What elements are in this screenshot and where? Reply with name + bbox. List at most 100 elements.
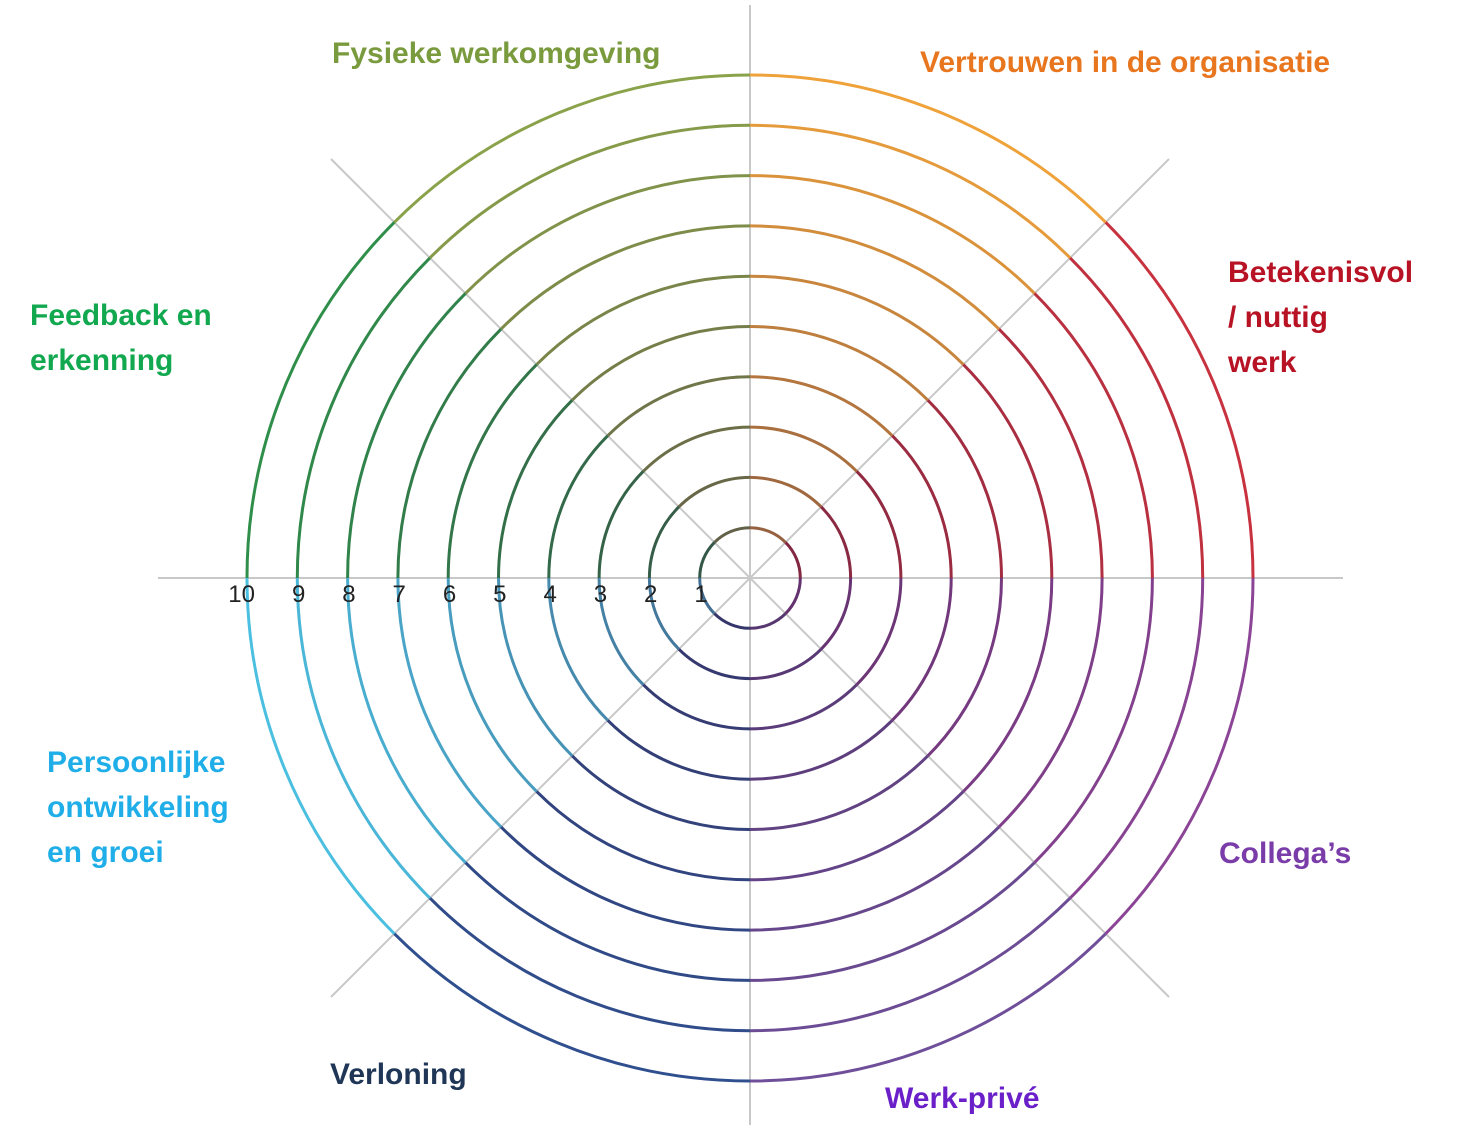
label-feedback-en-erkenning: Feedback en erkenning xyxy=(30,299,212,377)
ring-arc-persoon xyxy=(245,577,396,935)
ring-arc-vertrouw xyxy=(749,224,1001,331)
scale-tick-label: 2 xyxy=(644,581,657,608)
scale-tick-label: 5 xyxy=(493,581,506,608)
diagonal-axis xyxy=(330,158,1170,998)
ring-arc-collega xyxy=(926,577,1003,757)
ring-arc-collega xyxy=(820,577,853,651)
ring-arc-werkpriv xyxy=(749,683,858,731)
ring-arc-collega xyxy=(962,577,1054,793)
ring-arc-betek xyxy=(855,470,903,579)
label-betekenisvol-werk: Betekenisvol / nuttig werk xyxy=(1228,256,1414,379)
label-vertrouwen-in-de-organisatie: Vertrouwen in de organisatie xyxy=(920,46,1331,79)
ring-arc-betek xyxy=(1069,256,1205,579)
ring-arc-collega xyxy=(891,577,953,722)
ring-arc-feedback xyxy=(396,327,503,579)
label-werk-prive: Werk-privé xyxy=(885,1082,1040,1115)
ring-arc-vertrouw xyxy=(749,73,1107,224)
ring-arc-collega xyxy=(784,577,802,615)
scale-tick-label: 7 xyxy=(393,581,406,608)
ring-arc-feedback xyxy=(295,256,431,579)
scale-ticks: 1 2 3 4 5 6 7 8 9 10 xyxy=(228,581,707,608)
ring-arc-feedback xyxy=(597,470,645,579)
scale-tick-label: 8 xyxy=(342,581,355,608)
ring-arc-werkpriv xyxy=(749,861,1036,982)
ring-arc-werkpriv xyxy=(749,719,894,781)
ring-arc-collega xyxy=(1033,577,1154,864)
ring-arc-persoon xyxy=(497,577,574,757)
ring-arc-fysiek xyxy=(571,325,751,402)
ring-arc-verlon xyxy=(428,897,751,1033)
ring-arc-collega xyxy=(997,577,1104,829)
scale-tick-label: 1 xyxy=(694,581,707,608)
ring-arc-werkpriv xyxy=(749,648,823,681)
ring-arc-feedback xyxy=(346,292,467,579)
ring-arc-vertrouw xyxy=(749,475,823,508)
ring-arc-feedback xyxy=(647,505,680,579)
ring-arc-verlon xyxy=(713,612,751,630)
ring-arc-fysiek xyxy=(393,73,751,224)
scale-tick-label: 9 xyxy=(292,581,305,608)
ring-arc-fysiek xyxy=(713,526,751,544)
ring-arc-verlon xyxy=(499,825,751,932)
ring-arc-verlon xyxy=(677,648,751,681)
ring-arc-fysiek xyxy=(499,224,751,331)
ring-arc-fysiek xyxy=(677,475,751,508)
ring-arc-fysiek xyxy=(642,425,751,473)
ring-arc-werkpriv xyxy=(749,754,929,831)
label-persoonlijke-ontwikkeling: Persoonlijke ontwikkeling en groei xyxy=(47,746,229,869)
label-verloning: Verloning xyxy=(330,1058,467,1091)
ring-arc-verlon xyxy=(606,719,751,781)
ring-arc-persoon xyxy=(295,577,431,900)
ring-arc-feedback xyxy=(698,541,716,579)
ring-arc-feedback xyxy=(446,363,538,579)
ring-arc-betek xyxy=(891,434,953,579)
ring-arc-feedback xyxy=(245,221,396,579)
ring-arc-betek xyxy=(1033,292,1154,579)
ring-arc-verlon xyxy=(535,790,751,882)
label-collegas: Collega’s xyxy=(1219,837,1352,870)
scale-tick-label: 10 xyxy=(228,581,255,608)
scale-tick-label: 3 xyxy=(594,581,607,608)
ring-arc-betek xyxy=(784,541,802,579)
label-fysieke-werkomgeving: Fysieke werkomgeving xyxy=(332,37,661,70)
ring-arc-persoon xyxy=(446,577,538,793)
ring-arc-fysiek xyxy=(606,375,751,437)
ring-arc-collega xyxy=(855,577,903,686)
ring-arc-persoon xyxy=(396,577,503,829)
ring-arc-feedback xyxy=(497,399,574,579)
ring-arc-betek xyxy=(820,505,853,579)
scale-tick-label: 4 xyxy=(543,581,556,608)
ring-arc-verlon xyxy=(571,754,751,831)
ring-arc-werkpriv xyxy=(749,612,787,630)
ring-arc-fysiek xyxy=(535,274,751,366)
ring-arc-betek xyxy=(962,363,1054,579)
ring-arc-werkpriv xyxy=(749,897,1072,1033)
ring-arc-verlon xyxy=(464,861,751,982)
ring-arc-persoon xyxy=(647,577,680,651)
ring-arc-persoon xyxy=(346,577,467,864)
ring-arc-verlon xyxy=(393,932,751,1083)
ring-arc-collega xyxy=(1069,577,1205,900)
ring-arc-vertrouw xyxy=(749,325,929,402)
ring-arc-vertrouw xyxy=(749,526,787,544)
scale-tick-label: 6 xyxy=(443,581,456,608)
ring-arc-vertrouw xyxy=(749,425,858,473)
ring-arc-verlon xyxy=(642,683,751,731)
ring-arc-betek xyxy=(997,327,1104,579)
ring-arc-vertrouw xyxy=(749,123,1072,259)
ring-arc-vertrouw xyxy=(749,174,1036,295)
ring-arc-persoon xyxy=(547,577,609,722)
ring-arc-werkpriv xyxy=(749,932,1107,1083)
ring-arc-collega xyxy=(1104,577,1255,935)
ring-arc-feedback xyxy=(547,434,609,579)
ring-arc-persoon xyxy=(597,577,645,686)
ring-arc-persoon xyxy=(698,577,716,615)
ring-arc-werkpriv xyxy=(749,825,1001,932)
ring-arc-vertrouw xyxy=(749,274,965,366)
ring-arc-fysiek xyxy=(464,174,751,295)
ring-arc-fysiek xyxy=(428,123,751,259)
wheel-axes xyxy=(158,5,1343,1125)
ring-arc-betek xyxy=(926,399,1003,579)
ring-arc-betek xyxy=(1104,221,1255,579)
